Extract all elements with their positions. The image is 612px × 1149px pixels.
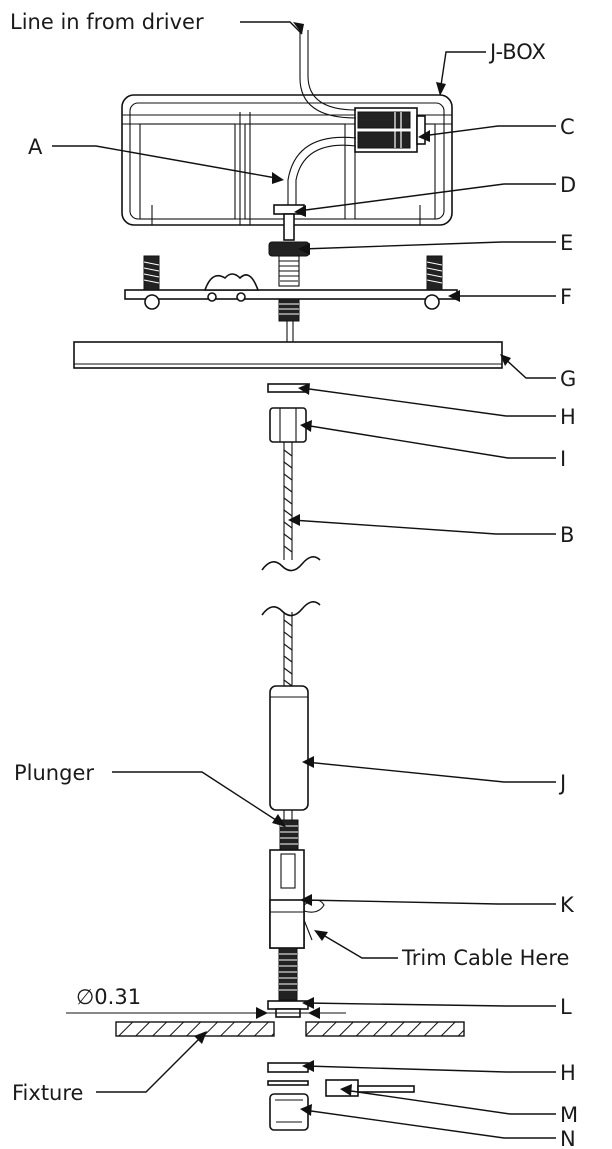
label-k: K: [560, 893, 575, 917]
cable-upper: [286, 321, 294, 342]
connector-c: [354, 107, 426, 153]
nut-i: [269, 407, 307, 443]
plunger-spring: [279, 819, 299, 853]
label-j: J: [558, 771, 566, 795]
label-f: F: [560, 285, 572, 309]
label-d: D: [560, 173, 576, 197]
washer-h-lower: [267, 1062, 309, 1073]
label-line-in: Line in from driver: [10, 10, 204, 34]
gripper-j: [269, 685, 309, 822]
driver-wire: [287, 30, 357, 205]
nut-n: [269, 1093, 309, 1131]
label-jbox: J-BOX: [488, 40, 546, 64]
label-l: L: [560, 995, 572, 1019]
label-trim: Trim Cable Here: [401, 946, 569, 970]
cable-b: [261, 442, 321, 690]
label-g: G: [560, 367, 576, 391]
canopy-g: [73, 341, 503, 369]
leader-lines: [52, 21, 556, 1139]
label-diameter: ∅0.31: [76, 985, 141, 1009]
label-m: M: [560, 1103, 578, 1127]
label-h-lower: H: [560, 1061, 576, 1085]
fixture-plate: [115, 1021, 465, 1037]
label-n: N: [560, 1127, 576, 1149]
label-c: C: [560, 115, 575, 139]
callout-labels: Line in from driver J-BOX A C D E F G H …: [10, 10, 578, 1149]
label-h-upper: H: [560, 405, 576, 429]
coupler-k: [269, 849, 325, 1001]
label-b: B: [560, 523, 574, 547]
label-i: I: [560, 447, 566, 471]
label-e: E: [560, 231, 573, 255]
crossbar-f: [124, 255, 458, 322]
label-plunger: Plunger: [14, 761, 94, 785]
label-fixture: Fixture: [12, 1081, 83, 1105]
label-a: A: [28, 135, 43, 159]
